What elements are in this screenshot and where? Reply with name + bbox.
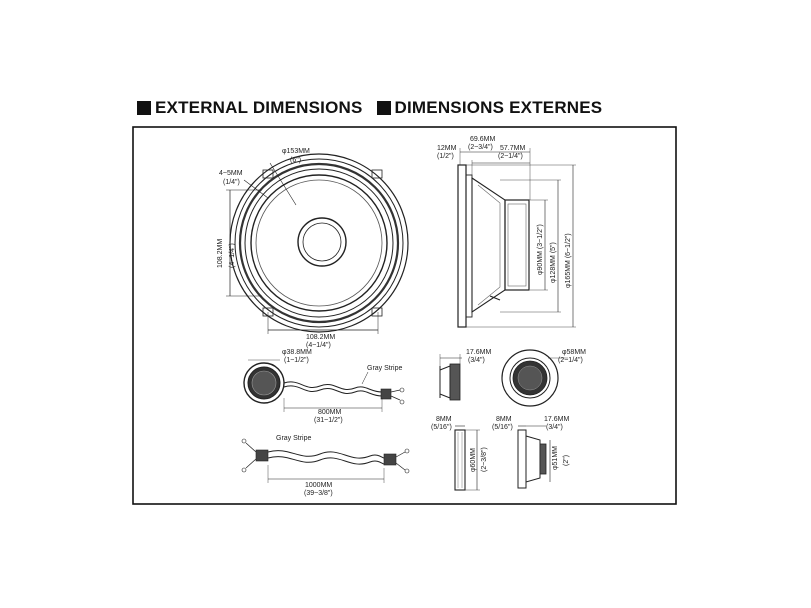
woofer-depth-in: (2~3/4")	[468, 144, 493, 151]
tweeter-with-cable	[243, 359, 405, 412]
woofer-diameter-mm: φ153MM	[282, 148, 310, 155]
woofer-depth-mm: 69.6MM	[470, 136, 495, 143]
crossover-cable	[241, 438, 410, 483]
magnet-diameter: φ90MM (3~1/2")	[537, 224, 544, 275]
ring-diameter-mm: φ60MM	[470, 448, 477, 472]
tweeter-mount-front	[501, 349, 568, 407]
mounting-ring-side	[454, 425, 480, 491]
woofer-side-in: (4~1/4")	[229, 243, 236, 268]
crossover-stripe-label: Gray Stripe	[276, 435, 312, 442]
ring-width-in: (5/16")	[431, 424, 452, 431]
ring-width-mm: 8MM	[436, 416, 452, 423]
magnet-depth-mm: 57.7MM	[500, 145, 525, 152]
crossover-cable-mm: 1000MM	[305, 482, 332, 489]
flush-flange-mm: 8MM	[496, 416, 512, 423]
section-heading: EXTERNAL DIMENSIONS DIMENSIONS EXTERNES	[137, 98, 602, 118]
heading-square-icon	[376, 101, 391, 115]
flush-depth-mm: 17.6MM	[544, 416, 569, 423]
tweeter-cable-in: (31~1/2")	[314, 417, 343, 424]
heading-square-icon	[137, 101, 151, 115]
hole-size-mm: 4~5MM	[219, 170, 243, 177]
flush-flange-in: (5/16")	[492, 424, 513, 431]
flush-depth-in: (3/4")	[546, 424, 563, 431]
tweeter-stripe-label: Gray Stripe	[367, 365, 403, 372]
heading-french: DIMENSIONS EXTERNES	[394, 98, 603, 117]
tweeter-side-view	[439, 354, 462, 401]
flush-mount-side	[517, 425, 551, 489]
tweeter-mount-diameter-mm: φ58MM	[562, 349, 586, 356]
tweeter-depth-mm: 17.6MM	[466, 349, 491, 356]
flush-diameter-in: (2")	[563, 455, 570, 466]
hole-size-in: (1/4")	[223, 179, 240, 186]
flange-mm: 12MM	[437, 145, 457, 152]
heading-english: EXTERNAL DIMENSIONS	[155, 98, 363, 117]
woofer-front-view	[226, 153, 409, 334]
woofer-side-mm: 108.2MM	[217, 239, 224, 268]
crossover-cable-in: (39~3/8")	[304, 490, 333, 497]
flange-in: (1/2")	[437, 153, 454, 160]
woofer-bottom-in: (4~1/4")	[306, 342, 331, 349]
tweeter-depth-in: (3/4")	[468, 357, 485, 364]
ring-diameter-in: (2~3/8")	[481, 447, 488, 472]
flush-diameter-mm: φ51MM	[552, 446, 559, 470]
tweeter-cable-mm: 800MM	[318, 409, 342, 416]
tweeter-diameter-in: (1~1/2")	[284, 357, 309, 364]
woofer-diameter-in: (6")	[290, 157, 301, 164]
tweeter-mount-diameter-in: (2~1/4")	[558, 357, 583, 364]
woofer-side-view	[457, 148, 576, 328]
magnet-depth-in: (2~1/4")	[498, 153, 523, 160]
outer-diameter: φ165MM (6~1/2")	[565, 233, 572, 288]
tweeter-diameter-mm: φ38.8MM	[282, 349, 312, 356]
drawing-frame	[132, 126, 677, 505]
woofer-bottom-mm: 108.2MM	[306, 334, 335, 341]
basket-diameter: φ128MM (5")	[550, 242, 557, 283]
